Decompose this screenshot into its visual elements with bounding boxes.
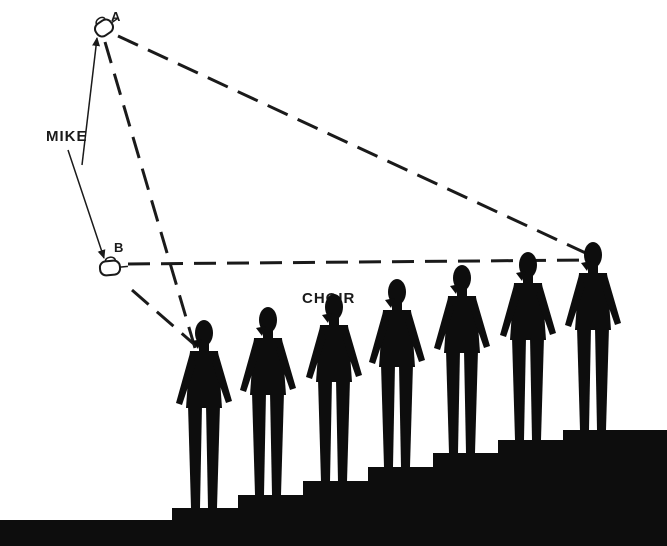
dashed-line-b-to-bottom-singer — [132, 290, 195, 345]
mic-a-label: A — [111, 9, 121, 24]
singer-2 — [240, 307, 296, 495]
dashed-line-a-to-bottom-singer — [105, 42, 195, 348]
singer-6 — [500, 252, 556, 440]
singer-1 — [176, 320, 232, 508]
mike-label: MIKE — [46, 128, 88, 145]
singer-4 — [369, 279, 425, 467]
dashed-line-a-to-top-singer — [118, 36, 590, 255]
dashed-line-b-to-top-singer — [128, 260, 588, 264]
singer-5 — [434, 265, 490, 453]
microphone-b-icon — [99, 256, 128, 276]
mic-move-arrow — [82, 38, 97, 165]
mic-move-arrow-lower — [68, 150, 104, 258]
singer-7 — [565, 242, 621, 430]
mic-b-label: B — [114, 240, 123, 255]
singer-3 — [306, 294, 362, 482]
staircase — [0, 430, 667, 546]
